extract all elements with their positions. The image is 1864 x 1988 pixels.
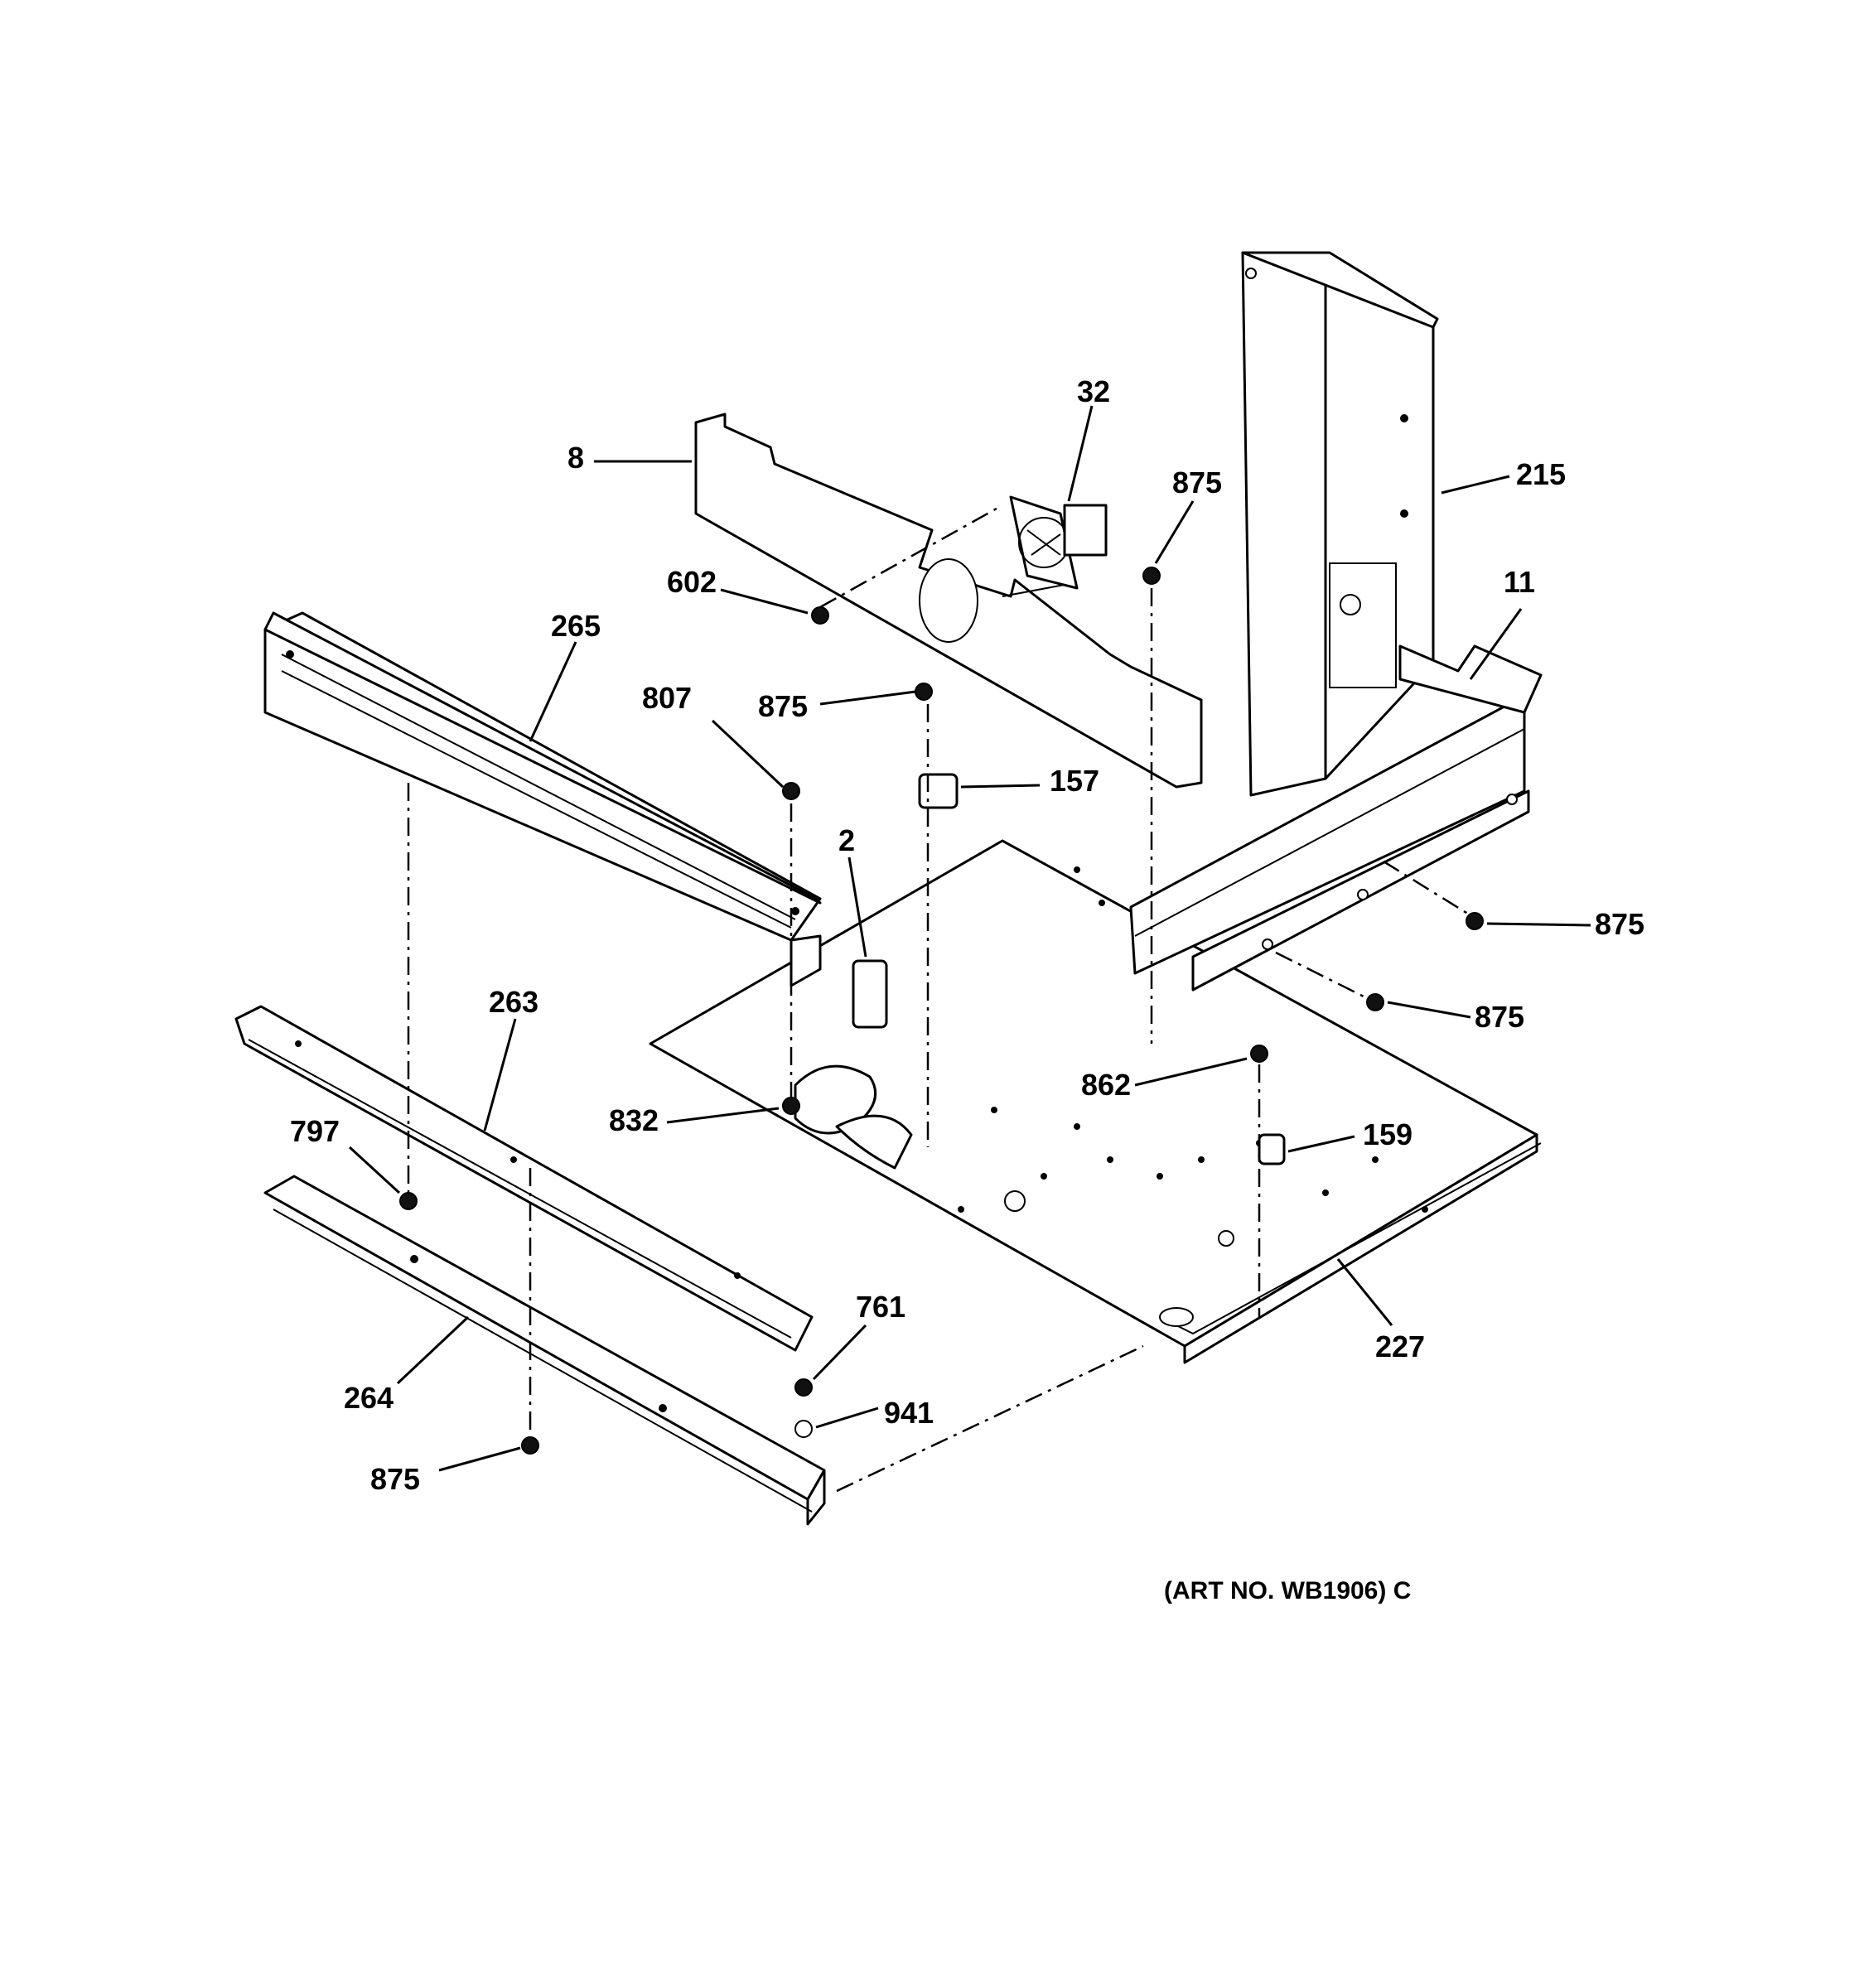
callout-159: 159 — [1363, 1117, 1412, 1151]
callout-797: 797 — [290, 1114, 340, 1148]
callout-941: 941 — [884, 1396, 934, 1430]
trim-263 — [234, 1005, 814, 1352]
rear-panel-215 — [1241, 251, 1439, 797]
part-2 — [852, 959, 888, 1029]
callout-157: 157 — [1050, 764, 1099, 798]
callout-11: 11 — [1504, 565, 1535, 599]
leader-lines — [348, 405, 1591, 1472]
shield-8 — [694, 413, 1203, 789]
rail-265 — [263, 611, 822, 987]
callout-2: 2 — [838, 823, 855, 857]
callout-875-top: 875 — [1172, 466, 1222, 499]
fan-32 — [1009, 495, 1108, 590]
callout-875-bottom: 875 — [370, 1462, 420, 1496]
callout-265: 265 — [551, 609, 601, 643]
switch-157 — [918, 773, 959, 809]
callout-32: 32 — [1077, 374, 1110, 408]
callout-264: 264 — [344, 1381, 394, 1415]
callout-602: 602 — [667, 565, 717, 599]
callout-227: 227 — [1375, 1329, 1425, 1363]
callout-807: 807 — [642, 681, 692, 715]
callout-832: 832 — [609, 1103, 659, 1137]
callout-875-right-lower: 875 — [1475, 1000, 1524, 1034]
callout-263: 263 — [489, 985, 538, 1019]
callout-875-right-upper: 875 — [1595, 907, 1644, 941]
callout-862: 862 — [1081, 1068, 1131, 1102]
part-159 — [1258, 1133, 1286, 1165]
channel-264 — [263, 1175, 826, 1526]
art-number: (ART NO. WB1906) C — [1164, 1577, 1411, 1604]
alignment-lines — [407, 504, 1471, 1493]
callout-8: 8 — [567, 441, 584, 475]
callout-labels: 32 8 875 215 602 11 265 807 875 157 2 87… — [290, 374, 1644, 1604]
callout-875-mid: 875 — [758, 689, 808, 723]
callout-215: 215 — [1516, 457, 1566, 491]
callout-761: 761 — [856, 1290, 905, 1324]
